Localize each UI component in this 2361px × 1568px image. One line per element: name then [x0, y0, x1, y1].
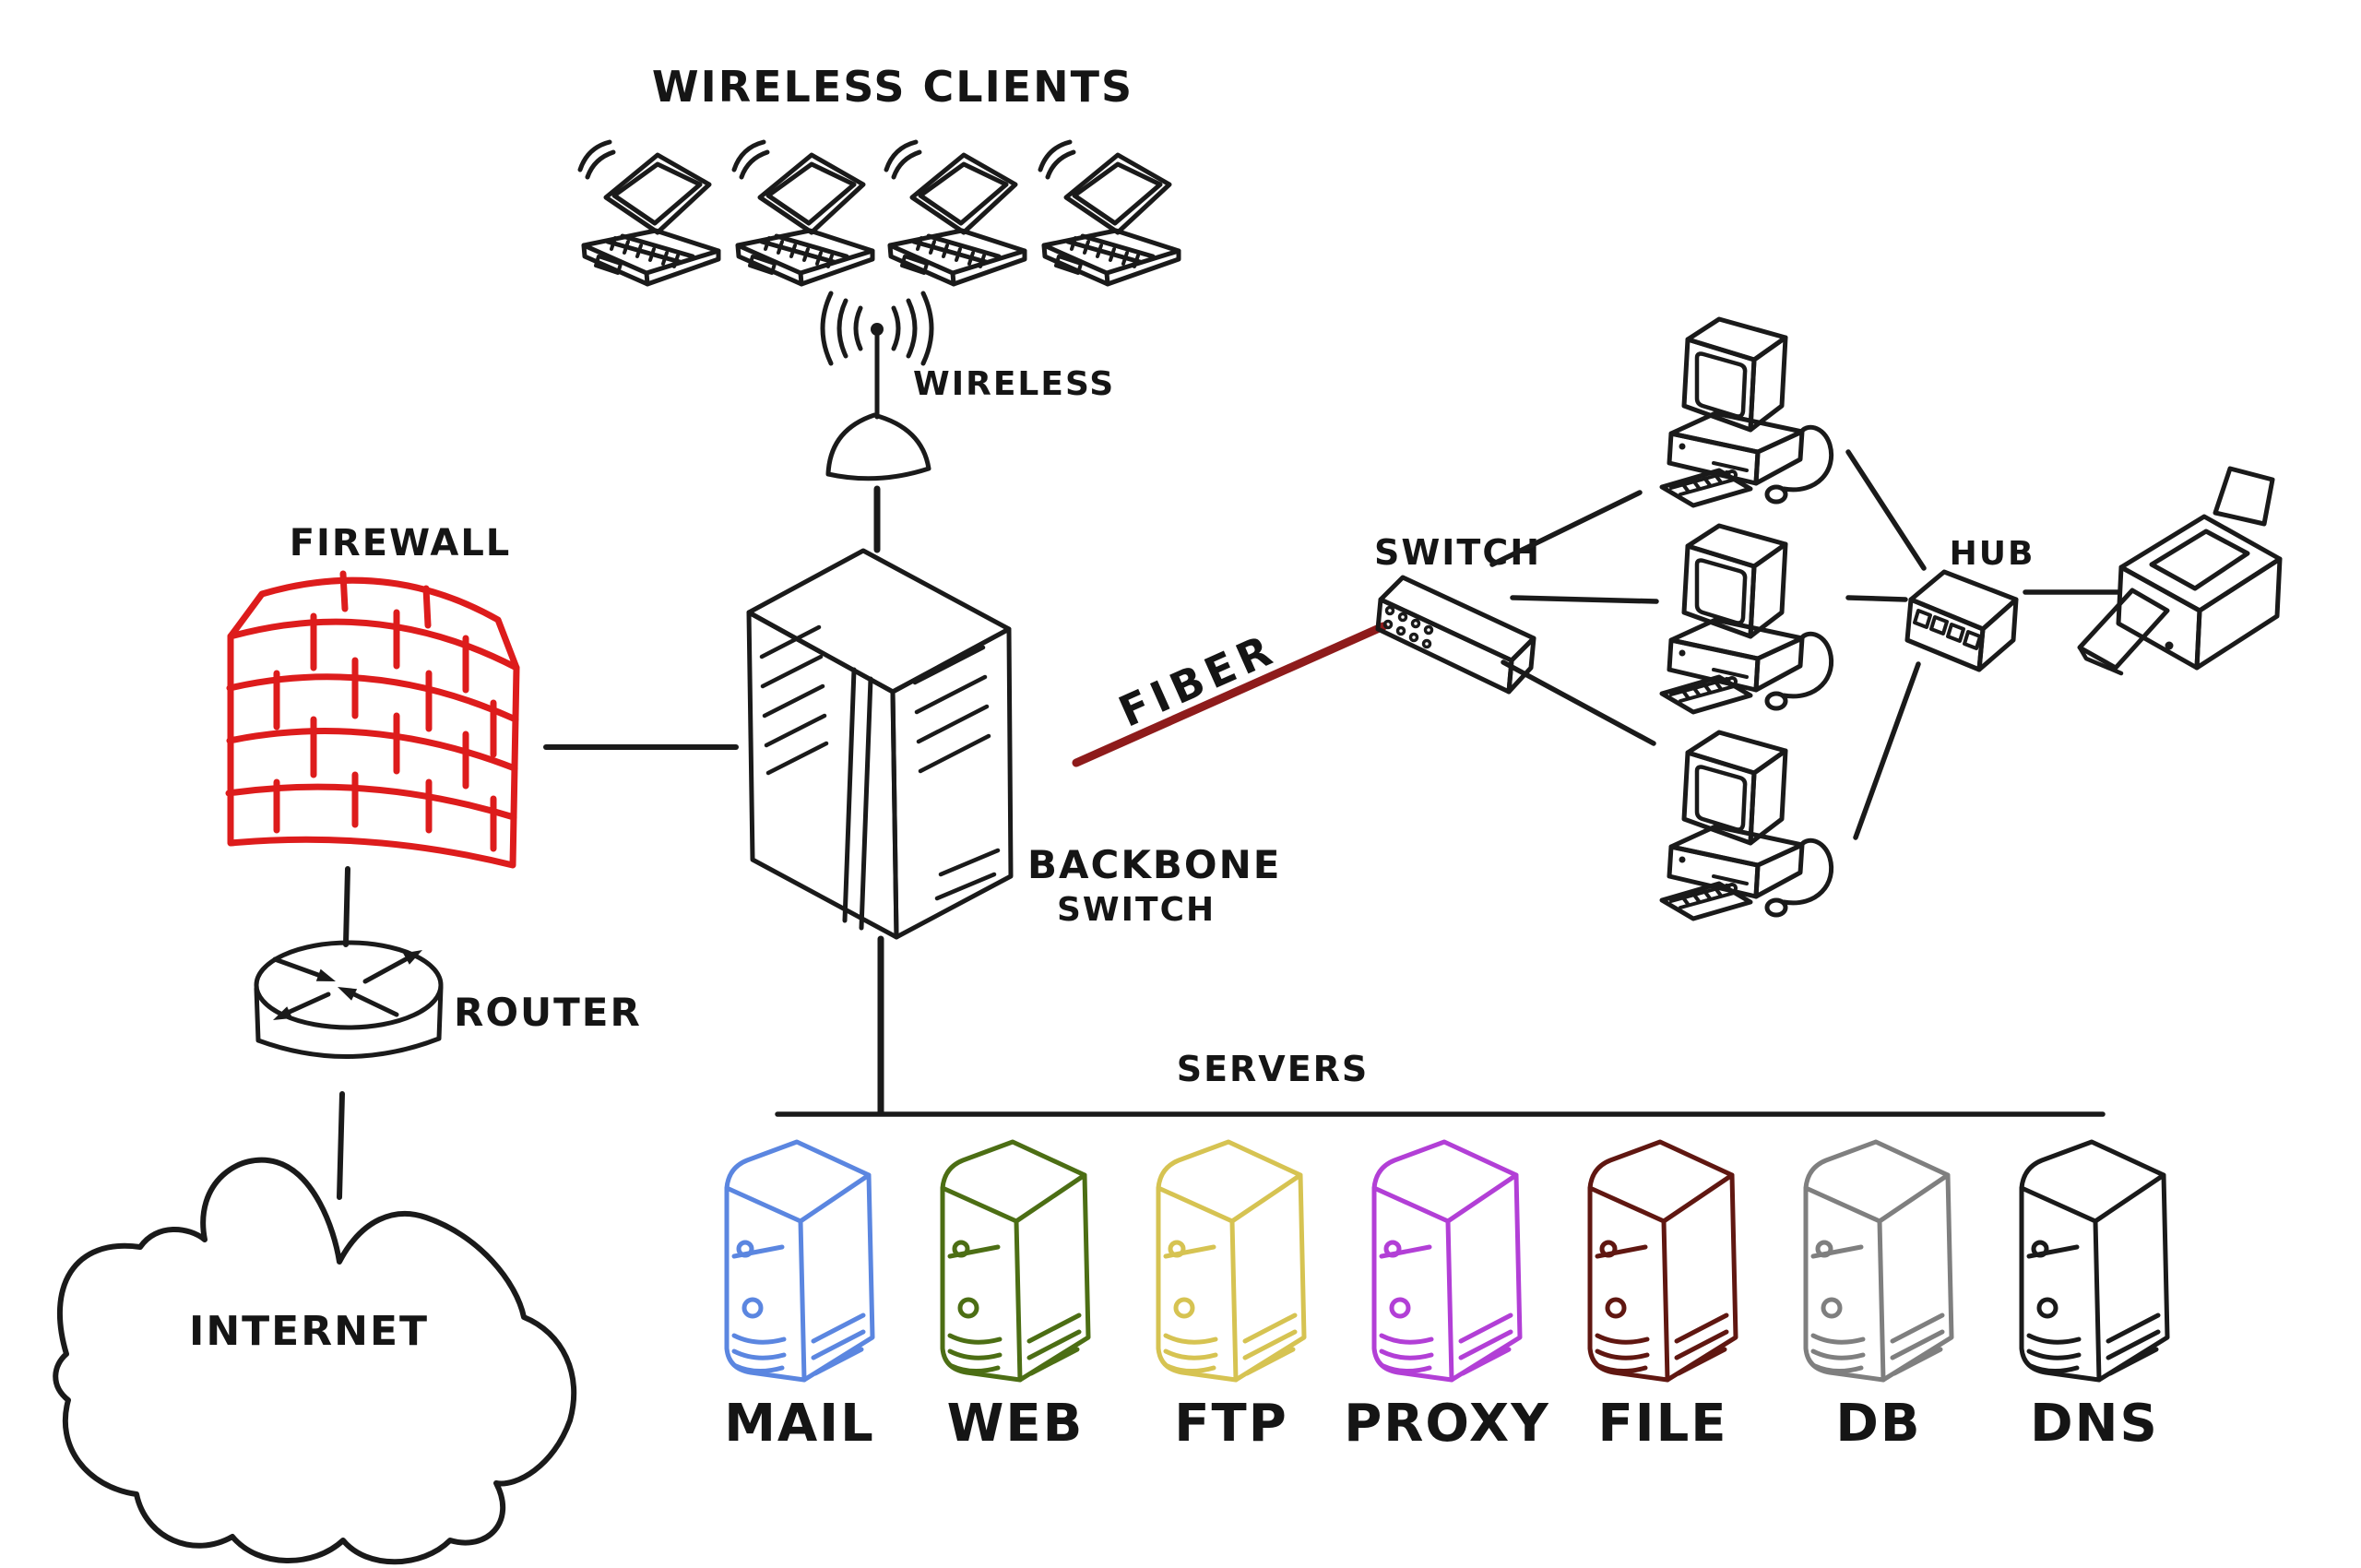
server-ftp: FTP: [1158, 1142, 1304, 1454]
server-db: DB: [1806, 1142, 1952, 1454]
hub-ports: [1913, 609, 1982, 650]
internet-group: INTERNET: [53, 1157, 577, 1565]
printer-group: [2077, 466, 2283, 676]
server-label-web: WEB: [947, 1394, 1085, 1454]
server-label-proxy: PROXY: [1344, 1394, 1550, 1454]
router-body-icon: [254, 984, 444, 1059]
link-workstation1-hub: [1845, 449, 1927, 571]
printer-tray-inset: [2149, 529, 2250, 591]
wireless-clients-group: WIRELESS CLIENTS: [580, 62, 1179, 284]
switch-ports: [1382, 605, 1434, 649]
backbone-top-face: [746, 548, 1012, 695]
server-web: WEB: [943, 1142, 1088, 1454]
laptop-icon-3: [886, 142, 1025, 284]
server-label-db: DB: [1835, 1394, 1921, 1454]
server-label-ftp: FTP: [1174, 1394, 1288, 1454]
printer-paper-in: [2213, 466, 2275, 527]
server-proxy: PROXY: [1344, 1142, 1550, 1454]
router-group: ROUTER: [254, 940, 642, 1059]
hub-end-cap: [1976, 597, 2019, 672]
server-label-file: FILE: [1597, 1394, 1727, 1454]
server-label-mail: MAIL: [724, 1394, 875, 1454]
printer-paper-out-edge: [2077, 645, 2124, 676]
internet-label: INTERNET: [189, 1308, 429, 1355]
workstation-icon-3: [1662, 732, 1832, 919]
workstation-icon-1: [1662, 319, 1832, 505]
server-file: FILE: [1590, 1142, 1736, 1454]
backbone-seam: [842, 667, 873, 931]
backbone-switch-group: BACKBONE SWITCH: [746, 548, 1281, 940]
firewall-brick-wall-icon: [225, 570, 520, 869]
server-label-dns: DNS: [2030, 1394, 2159, 1454]
diagram-scene: WIRELESS CLIENTS WIRELESS FIREWALL: [53, 62, 2283, 1565]
switch-front-face: [1375, 597, 1514, 695]
workstation-icon-2: [1662, 526, 1832, 712]
switch-end-cap: [1506, 636, 1536, 695]
wireless-access-point-group: WIRELESS: [820, 291, 1115, 481]
backbone-bottom-vents: [934, 848, 1001, 901]
laptop-icon-1: [580, 142, 718, 284]
network-links: [337, 449, 2122, 1200]
server-tower-ftp-icon: [1158, 1142, 1304, 1380]
server-dns: DNS: [2022, 1142, 2167, 1454]
link-firewall-router: [343, 866, 350, 947]
server-tower-proxy-icon: [1374, 1142, 1520, 1380]
backbone-switch-label-line2: SWITCH: [1057, 891, 1216, 929]
wireless-ap-label: WIRELESS: [913, 365, 1115, 403]
servers-section-label: SERVERS: [1177, 1049, 1370, 1089]
router-label: ROUTER: [454, 990, 642, 1035]
server-mail: MAIL: [724, 1142, 875, 1454]
hub-group: HUB: [1904, 535, 2035, 672]
server-tower-db-icon: [1806, 1142, 1952, 1380]
link-switch-workstation3: [1501, 659, 1656, 746]
printer-paper-out: [2077, 588, 2170, 671]
server-tower-mail-icon: [727, 1142, 872, 1380]
link-switch-workstation1: [1489, 490, 1643, 567]
server-tower-file-icon: [1590, 1142, 1736, 1380]
internet-cloud-icon: [53, 1157, 577, 1565]
backbone-front-face: [746, 610, 899, 940]
radio-waves-right-icon: [891, 291, 934, 366]
backbone-switch-label-line1: BACKBONE: [1027, 842, 1281, 887]
wireless-clients-label: WIRELESS CLIENTS: [652, 62, 1133, 112]
fiber-label: FIBER: [1111, 624, 1284, 737]
access-point-dome-icon: [825, 412, 931, 481]
link-fiber: [1072, 622, 1388, 767]
link-router-internet: [337, 1091, 345, 1200]
server-tower-dns-icon: [2022, 1142, 2167, 1380]
backbone-right-vents: [912, 645, 991, 774]
laptop-icon-2: [734, 142, 872, 284]
link-workstation2-hub: [1845, 595, 1908, 602]
radio-waves-left-icon: [820, 291, 863, 366]
hub-label: HUB: [1950, 535, 2035, 573]
router-arrows-icon: [272, 950, 422, 1020]
backbone-right-face: [890, 626, 1014, 940]
antenna-tip-icon: [871, 323, 884, 336]
server-tower-web-icon: [943, 1142, 1088, 1380]
workstations-group: [1662, 319, 1832, 919]
backbone-left-vents: [759, 624, 829, 776]
firewall-label: FIREWALL: [290, 522, 512, 564]
printer-right-face: [2194, 556, 2283, 671]
laptop-icon-4: [1040, 142, 1179, 284]
servers-group: SERVERS MAIL WEB FTP PROXY FILE: [724, 1049, 2167, 1454]
link-switch-workstation2: [1510, 595, 1659, 604]
link-workstation3-hub: [1853, 661, 1921, 840]
printer-power-dot: [2165, 641, 2174, 650]
